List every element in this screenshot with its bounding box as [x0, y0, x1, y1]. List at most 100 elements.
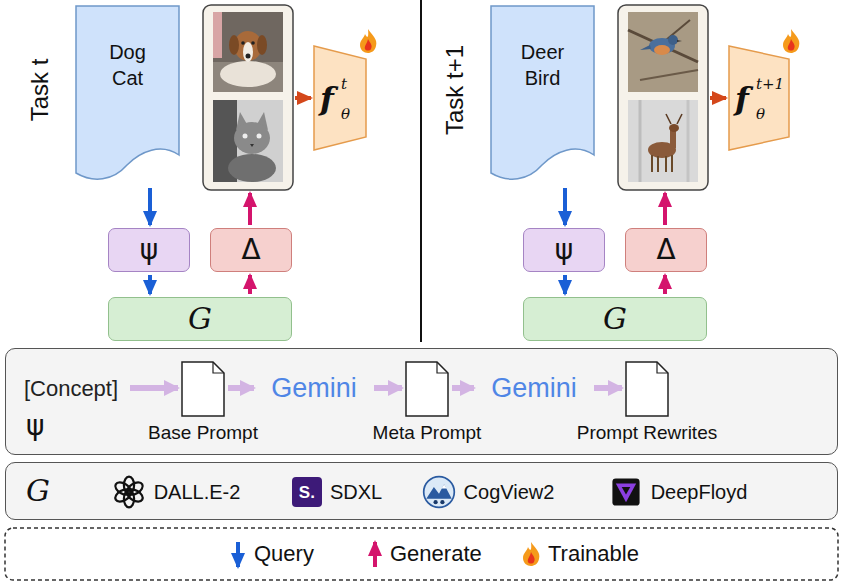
model-trapezoid: fθt+1	[728, 45, 790, 151]
flame-outer	[360, 29, 376, 53]
image-panel	[618, 5, 708, 190]
image-panel	[628, 12, 698, 92]
image-panel	[213, 62, 283, 92]
box-symbol: G	[188, 304, 212, 334]
connector-arrow	[228, 385, 254, 391]
image-panel	[639, 100, 642, 182]
image-panel	[687, 100, 690, 182]
image-panel	[220, 61, 276, 87]
prompt-page: Base Prompt	[181, 361, 225, 417]
generate-arrow	[248, 193, 252, 225]
concept-list: Deer Bird	[511, 39, 575, 91]
dot	[440, 500, 444, 504]
panel-ground	[5, 348, 838, 520]
panel-ground	[5, 462, 838, 520]
image-panel	[628, 30, 698, 62]
model-subscript: θ	[341, 107, 350, 122]
image-panel	[243, 42, 253, 62]
generator-name: DeepFloyd	[651, 481, 748, 503]
legend-text: Trainable	[548, 541, 639, 567]
image-panel	[229, 35, 239, 55]
connector-arrow	[248, 275, 252, 294]
concept-list: Dog Cat	[96, 39, 160, 91]
image-panel	[234, 122, 270, 154]
page-shape	[181, 361, 225, 417]
filter-box: Δ	[625, 228, 707, 272]
model-superscript: t+1	[756, 77, 784, 92]
generator-name: CogView2	[464, 481, 555, 503]
connector-arrow	[563, 275, 567, 294]
image-panel	[203, 5, 293, 190]
flame-inner	[788, 39, 795, 51]
icon-letter: S.	[299, 484, 315, 501]
page-caption: Base Prompt	[148, 423, 258, 444]
image-panel	[250, 144, 254, 147]
model-name: f	[320, 83, 334, 115]
page-shape	[405, 361, 449, 417]
divider-line	[421, 0, 422, 342]
image-panel	[251, 41, 255, 45]
page-fold	[437, 362, 448, 373]
generator-logo: DALL.E-2	[91, 471, 261, 513]
box-symbol: Δ	[656, 236, 675, 264]
generator-logo: DeepFloyd	[598, 471, 758, 513]
flame-outer	[783, 29, 799, 53]
generator-box: G	[108, 297, 292, 341]
image-panel	[666, 114, 671, 124]
train-arrow	[295, 96, 311, 100]
image-panel	[668, 35, 678, 45]
mountain	[426, 484, 452, 498]
flame-icon	[783, 29, 799, 53]
connector-arrow	[374, 385, 402, 391]
trapezoid	[314, 46, 366, 150]
page-fold	[213, 362, 224, 373]
image-panel	[671, 155, 673, 172]
box-symbol: G	[603, 304, 627, 334]
filter-box: Δ	[210, 228, 292, 272]
prompt-page: Prompt Rewrites	[625, 361, 669, 417]
model-trapezoid: fθt	[313, 45, 367, 151]
document-shape	[75, 5, 180, 185]
generator-logo: CogView2	[403, 471, 573, 513]
document-outline	[491, 6, 594, 179]
image-panel	[677, 114, 682, 124]
image-panel	[657, 156, 659, 172]
image-panel	[246, 54, 251, 59]
concept-text: [Concept]	[15, 372, 127, 406]
connector-arrow	[452, 385, 474, 391]
gemini-logo: Gemini	[257, 369, 371, 409]
gemini-logo: Gemini	[271, 374, 357, 404]
prompt-panel: ψ[Concept]Base PromptGeminiMeta PromptGe…	[5, 348, 838, 455]
image-panel	[213, 12, 222, 58]
page-caption: Meta Prompt	[373, 423, 482, 444]
image-panel	[640, 70, 698, 80]
train-arrow	[710, 96, 726, 100]
connector-arrow	[594, 385, 622, 391]
panel-symbol: G	[26, 473, 50, 509]
model-superscript: t	[341, 77, 347, 92]
page-shape	[625, 361, 669, 417]
image-panel	[618, 5, 708, 190]
image-panel	[243, 134, 248, 139]
legend-text: Generate	[390, 541, 482, 567]
legend-frame	[5, 528, 838, 580]
generate-arrow	[663, 193, 667, 225]
connector-arrow	[563, 188, 567, 225]
openai-icon	[112, 475, 146, 509]
legend-sample	[236, 542, 240, 567]
image-panel	[654, 45, 670, 55]
image-panel	[628, 100, 698, 182]
trapezoid	[729, 46, 789, 150]
image-panel	[257, 35, 267, 55]
connector-arrow	[130, 385, 178, 391]
image-panel	[677, 40, 682, 42]
page-fold	[657, 362, 668, 373]
dot	[433, 500, 437, 504]
divider-line	[420, 0, 422, 342]
legend-sample	[528, 552, 535, 564]
model-subscript: θ	[756, 107, 765, 122]
page-outline	[406, 362, 448, 416]
task-document: Deer Bird	[490, 5, 595, 185]
generator-panel: GDALL.E-2S.SDXLCogView2DeepFloyd	[5, 462, 838, 520]
flame-inner	[365, 39, 372, 51]
